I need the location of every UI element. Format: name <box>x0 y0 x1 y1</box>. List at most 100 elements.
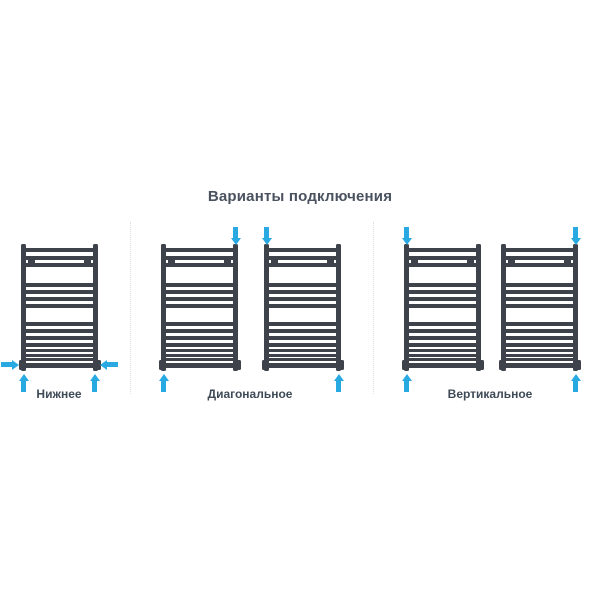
arrow-head <box>261 238 272 245</box>
pipe-cap <box>574 360 581 370</box>
rung <box>22 290 97 294</box>
rung <box>502 256 577 260</box>
shelf-bracket <box>84 257 91 264</box>
arrow-up-icon <box>158 374 169 392</box>
pipe-cap <box>261 360 268 370</box>
bottom-bar <box>160 362 239 368</box>
rung <box>162 343 237 347</box>
rung <box>405 343 480 347</box>
rung <box>162 329 237 333</box>
rung <box>162 283 237 287</box>
arrow-down-icon <box>261 227 272 245</box>
rung <box>502 349 577 352</box>
rung <box>265 329 340 333</box>
rung <box>162 263 237 267</box>
arrow-head <box>158 374 169 381</box>
arrow-stem <box>233 227 238 238</box>
towel-radiator <box>158 244 241 371</box>
arrow-head <box>333 374 344 381</box>
rung <box>22 297 97 301</box>
rung <box>22 283 97 287</box>
rung <box>502 358 577 361</box>
arrow-up-icon <box>570 374 581 392</box>
rung <box>405 336 480 340</box>
shelf-bracket <box>508 257 515 264</box>
bottom-bar <box>20 362 99 368</box>
rung <box>501 248 578 252</box>
towel-radiator <box>401 244 484 371</box>
rung <box>265 358 340 361</box>
rung <box>405 322 480 326</box>
arrow-head <box>18 374 29 381</box>
arrow-down-icon <box>401 227 412 245</box>
rung <box>502 263 577 267</box>
arrow-stem <box>336 381 341 392</box>
rung <box>22 322 97 326</box>
rung <box>265 297 340 301</box>
arrow-stem <box>404 227 409 238</box>
rung <box>404 248 481 252</box>
arrow-down-icon <box>230 227 241 245</box>
arrow-stem <box>1 362 12 367</box>
bottom-bar <box>500 362 579 368</box>
shelf-bracket <box>411 257 418 264</box>
rung <box>405 349 480 352</box>
arrow-up-icon <box>89 374 100 392</box>
rung <box>405 358 480 361</box>
arrow-left-icon <box>100 359 118 370</box>
rung <box>502 297 577 301</box>
rung <box>161 248 238 252</box>
rung <box>502 353 577 357</box>
shelf-bracket <box>28 257 35 264</box>
rung <box>162 304 237 308</box>
arrow-head <box>12 359 19 370</box>
group-label-vertical: Вертикальное <box>447 387 533 401</box>
shelf-bracket <box>168 257 175 264</box>
pipe-cap <box>94 360 101 370</box>
pipe-cap <box>498 360 505 370</box>
rung <box>22 353 97 357</box>
towel-radiator <box>498 244 581 371</box>
arrow-stem <box>107 362 118 367</box>
rung <box>405 283 480 287</box>
rung <box>22 329 97 333</box>
rung <box>502 329 577 333</box>
arrow-head <box>570 374 581 381</box>
rung <box>265 343 340 347</box>
rung <box>21 248 98 252</box>
arrow-right-icon <box>1 359 19 370</box>
pipe-cap <box>477 360 484 370</box>
rung <box>405 297 480 301</box>
arrow-head <box>570 238 581 245</box>
rung <box>265 256 340 260</box>
towel-radiator <box>18 244 101 371</box>
group-divider <box>130 222 131 394</box>
rung <box>22 256 97 260</box>
shelf-bracket <box>564 257 571 264</box>
arrow-up-icon <box>333 374 344 392</box>
arrow-stem <box>161 381 166 392</box>
rung <box>265 322 340 326</box>
rung <box>162 297 237 301</box>
arrow-down-icon <box>570 227 581 245</box>
shelf-bracket <box>327 257 334 264</box>
rung <box>265 263 340 267</box>
rung <box>265 290 340 294</box>
rung <box>162 290 237 294</box>
rung <box>405 290 480 294</box>
pipe-cap <box>337 360 344 370</box>
rung <box>502 322 577 326</box>
arrow-head <box>89 374 100 381</box>
group-label-bottom: Нижнее <box>36 387 82 401</box>
rung <box>22 304 97 308</box>
rung <box>22 349 97 352</box>
rung <box>162 349 237 352</box>
arrow-stem <box>573 227 578 238</box>
rung <box>22 343 97 347</box>
rung <box>502 304 577 308</box>
rung <box>502 290 577 294</box>
arrow-head <box>230 238 241 245</box>
rung <box>265 349 340 352</box>
arrow-head <box>401 374 412 381</box>
